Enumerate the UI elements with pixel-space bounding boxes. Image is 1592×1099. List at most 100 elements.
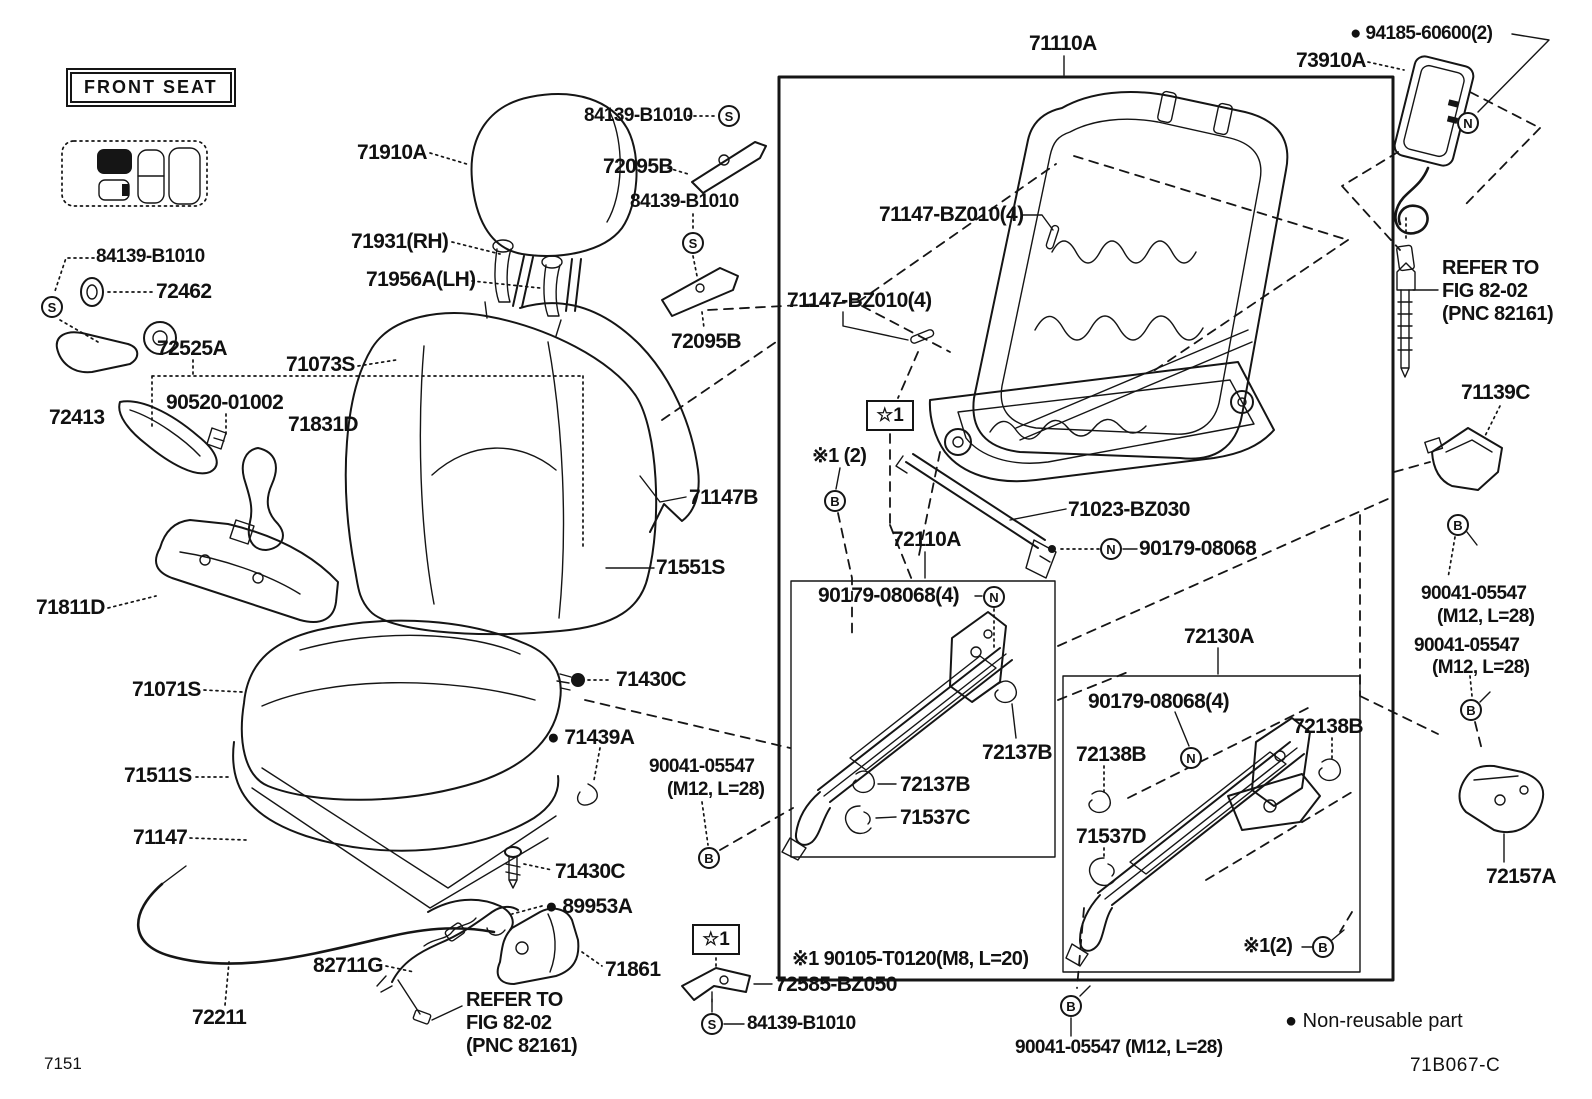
callout-72138B-r: 72138B	[1293, 715, 1364, 738]
callout-71110A: 71110A	[1029, 32, 1097, 55]
symbol-S-2: S	[718, 105, 740, 127]
callout-84139-B1010-d: 84139-B1010	[747, 1013, 856, 1034]
seat-position-icon	[61, 140, 208, 207]
hinge-brackets-drawing	[1424, 427, 1545, 833]
symbol-S-4: S	[701, 1013, 723, 1035]
callout-71910A: 71910A	[357, 141, 428, 164]
callout-71073S: 71073S	[286, 353, 355, 376]
callout-72157A: 72157A	[1486, 865, 1557, 888]
cushion-frame-wire-drawing	[136, 865, 496, 965]
symbol-B-2: B	[1447, 514, 1469, 536]
callout-72138B-l: 72138B	[1076, 743, 1147, 766]
callout-71430C-b: 71430C	[555, 860, 626, 883]
callout-94185-60600: ● 94185-60600(2)	[1350, 23, 1493, 44]
symbol-star1-b: ☆1	[692, 924, 740, 955]
symbol-N-4: N	[1180, 747, 1202, 769]
symbol-N-3: N	[983, 586, 1005, 608]
symbol-B-4: B	[698, 847, 720, 869]
callout-72137B-r: 72137B	[982, 741, 1053, 764]
callout-84139-B1010-a: 84139-B1010	[96, 246, 205, 267]
legend-nonreusable: ● Non-reusable part	[1285, 1010, 1463, 1032]
callout-84139-B1010-b: 84139-B1010	[584, 105, 693, 126]
callout-72585-BZ050: 72585-BZ050	[775, 973, 897, 996]
shield-outer-drawing	[496, 907, 751, 1003]
seatback-cover-drawing	[344, 301, 700, 636]
callout-90041-r1: 90041-05547	[1421, 583, 1527, 604]
callout-71430C-a: 71430C	[616, 668, 687, 691]
diagram-title-box: FRONT SEAT	[66, 68, 236, 107]
symbol-B-6: B	[1312, 936, 1334, 958]
cable-drawing	[376, 898, 519, 1025]
symbol-star1-a: ☆1	[866, 400, 914, 431]
callout-71511S: 71511S	[124, 764, 192, 787]
note-qty-a: ※1 (2)	[812, 445, 867, 467]
callout-72211: 72211	[192, 1006, 247, 1029]
tube-and-pins-drawing	[895, 224, 1060, 579]
callout-90179-08068-4b: 90179-08068(4)	[1088, 690, 1230, 713]
callout-72095B-b: 72095B	[671, 330, 742, 353]
symbol-B-1: B	[824, 490, 846, 512]
callout-90179-08068-4a: 90179-08068(4)	[818, 584, 960, 607]
symbol-S-1: S	[41, 296, 63, 318]
callout-90041-r1-spec: (M12, L=28)	[1437, 606, 1535, 627]
callout-71023-BZ030: 71023-BZ030	[1068, 498, 1190, 521]
callout-71147-BZ010-b: 71147-BZ010(4)	[787, 289, 932, 312]
callout-71811D: 71811D	[36, 596, 105, 619]
callout-90041-r2-spec: (M12, L=28)	[1432, 657, 1530, 678]
callout-72413: 72413	[49, 406, 105, 429]
note-bolt-spec: ※1 90105-T0120(M8, L=20)	[792, 948, 1029, 970]
callout-90041-r2: 90041-05547	[1414, 635, 1520, 656]
callout-82711G: 82711G	[313, 954, 384, 977]
callout-90041-mid-spec: (M12, L=28)	[667, 779, 765, 800]
callout-71931-RH: 71931(RH)	[351, 230, 449, 253]
shield-inner-drawing	[155, 519, 339, 623]
seatbelt-pretensioner-drawing	[1393, 55, 1475, 378]
seatback-frame-drawing	[928, 90, 1289, 483]
callout-71147-BZ010-a: 71147-BZ010(4)	[879, 203, 1024, 226]
note-qty-b: ※1(2)	[1243, 935, 1293, 957]
callout-90041-mid: 90041-05547	[649, 756, 755, 777]
recliner-handle-parts-drawing	[55, 277, 584, 551]
seat-track-inner-drawing	[781, 611, 1017, 861]
callout-72137B-l: 72137B	[900, 773, 971, 796]
callout-90179-08068: 90179-08068	[1139, 537, 1257, 560]
figure-code: 71B067-C	[1410, 1055, 1501, 1076]
garnish-strips-drawing	[661, 141, 767, 317]
symbol-N-1: N	[1457, 112, 1479, 134]
symbol-S-3: S	[682, 232, 704, 254]
page-code: 7151	[44, 1054, 82, 1073]
callout-71537D: 71537D	[1076, 825, 1147, 848]
headrest-drawing	[470, 93, 638, 317]
symbol-N-2: N	[1100, 538, 1122, 560]
note-refer-right: REFER TO FIG 82-02 (PNC 82161)	[1442, 257, 1554, 325]
callout-90520-01002: 90520-01002	[166, 391, 284, 414]
callout-72095B-a: 72095B	[603, 155, 674, 178]
callout-73910A: 73910A	[1296, 49, 1367, 72]
callout-71139C: 71139C	[1461, 381, 1530, 404]
callout-72130A: 72130A	[1184, 625, 1255, 648]
callout-84139-B1010-c: 84139-B1010	[630, 191, 739, 212]
leader-lines	[53, 33, 1550, 1037]
diagram-title: FRONT SEAT	[70, 72, 232, 103]
callout-71551S: 71551S	[656, 556, 725, 579]
callout-72462: 72462	[156, 280, 212, 303]
symbol-B-3: B	[1460, 699, 1482, 721]
symbol-B-5: B	[1060, 995, 1082, 1017]
callout-90041-bottom: 90041-05547 (M12, L=28)	[1015, 1037, 1223, 1058]
callout-72525A: 72525A	[157, 337, 228, 360]
callout-71861: 71861	[605, 958, 661, 981]
callout-71537C: 71537C	[900, 806, 971, 829]
callout-71147: 71147	[133, 826, 188, 849]
main-assembly-box	[777, 75, 1395, 982]
construction-lines	[584, 91, 1541, 989]
callout-71956A-LH: 71956A(LH)	[366, 268, 476, 291]
callout-89953A: ● 89953A	[545, 895, 633, 918]
callout-71071S: 71071S	[132, 678, 201, 701]
callout-71147B: 71147B	[689, 486, 758, 509]
small-fasteners-drawing	[504, 673, 598, 889]
seat-track-outer-drawing	[1065, 717, 1341, 967]
callout-72110A: 72110A	[892, 528, 961, 551]
note-refer-left: REFER TO FIG 82-02 (PNC 82161)	[466, 989, 578, 1057]
